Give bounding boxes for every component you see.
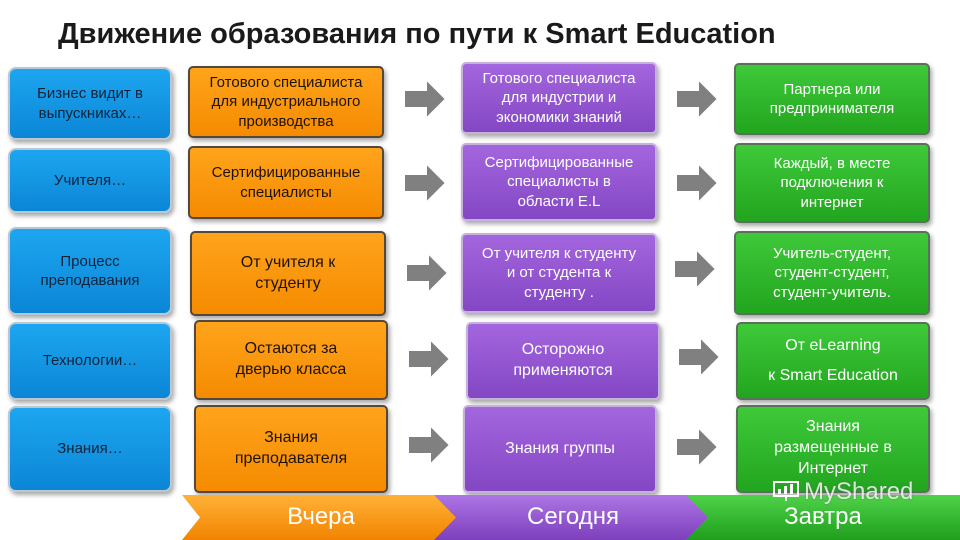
timeline-tomorrow: Завтра <box>686 495 960 540</box>
row-4-label-box: Технологии… <box>8 322 172 400</box>
right-arrow-icon <box>674 160 720 206</box>
timeline-yesterday-label: Вчера <box>287 503 355 530</box>
right-arrow-icon <box>402 76 448 122</box>
row-3-tomorrow-line-3: студент-учитель. <box>773 283 891 301</box>
row-4-tomorrow-box: От eLearning к Smart Education <box>736 322 930 400</box>
row-4-yesterday-line-1: Остаются за <box>244 340 338 358</box>
row-5-tomorrow-line-3: Интернет <box>798 459 868 477</box>
row-2-yesterday-box: Сертифицированные специалисты <box>188 146 384 219</box>
row-5-yesterday-line-2: преподавателя <box>234 450 348 467</box>
right-arrow-icon <box>674 76 720 122</box>
row-1-today-line-2: для индустрии и <box>501 89 617 107</box>
row-5-today-box: Знания группы <box>463 405 657 493</box>
right-arrow-icon <box>402 160 448 206</box>
row-4-yesterday-line-2: дверью класса <box>235 361 347 378</box>
timeline-today: Сегодня <box>434 495 712 540</box>
row-1-yesterday-line-3: производства <box>238 112 334 130</box>
row-2-label-box: Учителя… <box>8 148 172 213</box>
row-1-label-line-2: выпускниках… <box>38 104 142 122</box>
timeline-tomorrow-label: Завтра <box>784 503 862 530</box>
row-3-tomorrow-line-2: студент-студент, <box>774 264 890 282</box>
row-1-label-line-1: Бизнес видит в <box>37 85 143 102</box>
row-2-label-line-1: Учителя… <box>53 171 127 189</box>
watermark-text: MyShared <box>804 478 914 505</box>
row-5-label-line-1: Знания… <box>57 440 123 458</box>
row-2-tomorrow-box: Каждый, в месте подключения к интернет <box>734 143 930 223</box>
timeline-yesterday: Вчера <box>182 495 460 540</box>
row-3-today-line-1: От учителя к студенту <box>481 244 637 262</box>
row-4-today-line-2: применяются <box>513 362 613 379</box>
row-4-label-line-1: Технологии… <box>42 352 138 370</box>
row-4-today-line-1: Осторожно <box>521 341 605 359</box>
row-3-today-box: От учителя к студенту и от студента к ст… <box>461 233 657 313</box>
row-2-yesterday-line-1: Сертифицированные <box>211 164 361 181</box>
row-1-today-line-1: Готового специалиста <box>482 69 636 87</box>
row-2-tomorrow-line-2: подключения к <box>780 174 884 192</box>
row-5-yesterday-line-1: Знания <box>264 429 318 447</box>
row-2-today-box: Сертифицированные специалисты в области … <box>461 143 657 221</box>
row-5-today-line-1: Знания группы <box>505 439 615 457</box>
row-2-today-line-1: Сертифицированные <box>484 153 634 171</box>
right-arrow-icon <box>674 424 720 470</box>
row-2-today-line-3: области E.L <box>517 192 601 210</box>
row-3-tomorrow-line-1: Учитель-студент, <box>772 244 892 262</box>
row-3-yesterday-box: От учителя к студенту <box>190 231 386 316</box>
row-5-tomorrow-line-1: Знания <box>806 418 860 435</box>
row-3-tomorrow-box: Учитель-студент, студент-студент, студен… <box>734 231 930 315</box>
row-3-today-line-3: студенту . <box>524 283 594 301</box>
right-arrow-icon <box>404 250 450 296</box>
row-4-tomorrow-line-1: От eLearning <box>785 336 881 354</box>
row-3-today-line-2: и от студента к <box>506 264 612 282</box>
row-2-yesterday-line-2: специалисты <box>240 183 332 201</box>
row-1-yesterday-box: Готового специалиста для индустриального… <box>188 66 384 138</box>
row-5-label-box: Знания… <box>8 406 172 492</box>
row-3-label-line-2: преподавания <box>40 272 140 289</box>
row-1-tomorrow-line-1: Партнера или <box>783 80 881 98</box>
right-arrow-icon <box>676 334 722 380</box>
right-arrow-icon <box>406 336 452 382</box>
row-4-today-box: Осторожно применяются <box>466 322 660 400</box>
row-1-tomorrow-box: Партнера или предпринимателя <box>734 63 930 135</box>
row-3-yesterday-line-2: студенту <box>255 274 321 292</box>
row-5-tomorrow-box: Знания размещенные в Интернет <box>736 405 930 493</box>
row-5-yesterday-box: Знания преподавателя <box>194 405 388 493</box>
row-2-tomorrow-line-1: Каждый, в месте <box>773 154 891 172</box>
row-4-yesterday-box: Остаются за дверью класса <box>194 320 388 400</box>
row-1-yesterday-line-2: для индустриального <box>211 93 361 111</box>
row-5-tomorrow-line-2: размещенные в <box>774 438 892 456</box>
watermark: MyShared <box>772 478 913 506</box>
presentation-icon <box>772 480 800 502</box>
row-4-tomorrow-line-2: к Smart Education <box>768 367 898 384</box>
row-1-today-line-3: экономики знаний <box>496 108 622 126</box>
row-1-today-box: Готового специалиста для индустрии и эко… <box>461 62 657 134</box>
timeline-today-label: Сегодня <box>527 503 619 530</box>
row-3-label-box: Процесс преподавания <box>8 227 172 315</box>
row-1-tomorrow-line-2: предпринимателя <box>769 100 895 117</box>
row-3-label-line-1: Процесс <box>60 252 120 270</box>
row-2-tomorrow-line-3: интернет <box>800 193 864 211</box>
row-3-yesterday-line-1: От учителя к <box>240 253 336 271</box>
row-1-yesterday-line-1: Готового специалиста <box>209 73 363 91</box>
slide-title: Движение образования по пути к Smart Edu… <box>58 18 776 50</box>
right-arrow-icon <box>406 422 452 468</box>
row-2-today-line-2: специалисты в <box>507 173 611 191</box>
row-1-label-box: Бизнес видит в выпускниках… <box>8 67 172 140</box>
right-arrow-icon <box>672 246 718 292</box>
